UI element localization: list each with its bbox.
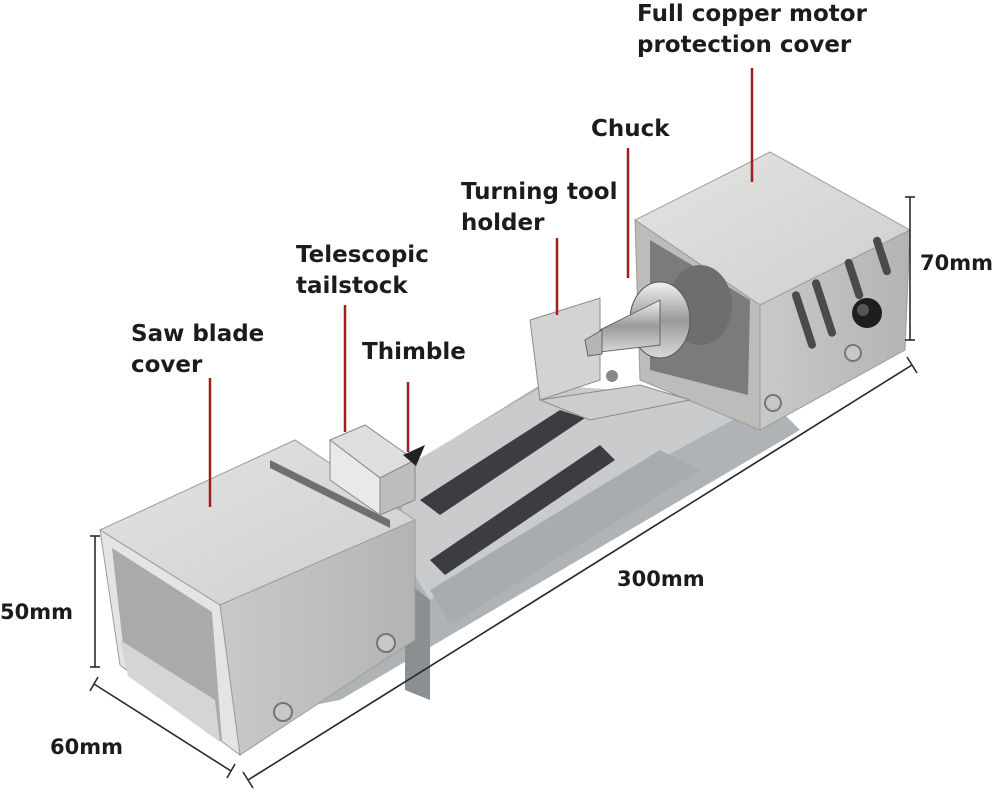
label-thimble: Thimble [362, 339, 466, 365]
dim-width: 60mm [50, 735, 123, 759]
dimension-lines [89, 196, 918, 789]
label-tailstock-line1: Telescopic [296, 242, 429, 268]
saw-blade-cover-box [98, 439, 417, 757]
label-motor-cover: Full copper motor protection cover [637, 0, 867, 61]
label-saw-cover-line2: cover [131, 352, 203, 378]
label-motor-cover-line1: Full copper motor [637, 1, 867, 27]
chuck-assembly [584, 265, 732, 382]
dim-height-left: 50mm [0, 600, 73, 624]
label-chuck: Chuck [591, 116, 670, 142]
dim-line-60mm [93, 683, 232, 772]
label-tool-holder-line2: holder [461, 210, 545, 236]
dim-height-right: 70mm [920, 251, 993, 275]
dim-line-300mm [247, 364, 913, 781]
label-tailstock-line2: tailstock [296, 273, 408, 299]
tailstock-assembly [329, 424, 425, 516]
label-tool-holder: Turning tool holder [461, 177, 617, 239]
label-saw-cover: Saw blade cover [131, 319, 264, 381]
label-motor-cover-line2: protection cover [637, 32, 852, 58]
label-tool-holder-line1: Turning tool [461, 179, 618, 205]
tool-holder-plate [529, 297, 691, 421]
dim-length: 300mm [617, 567, 705, 591]
label-saw-cover-line1: Saw blade [131, 321, 265, 347]
leader-lines [208, 68, 754, 507]
label-tailstock: Telescopic tailstock [296, 240, 429, 302]
